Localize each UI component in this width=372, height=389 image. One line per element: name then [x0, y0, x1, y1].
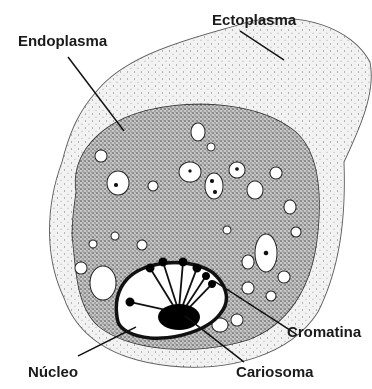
- karyosome: [158, 304, 200, 330]
- karyosome-label: Cariosoma: [236, 364, 314, 381]
- endoplasm-label: Endoplasma: [18, 33, 108, 50]
- chromatin-label: Cromatina: [287, 324, 362, 341]
- nucleus-label: Núcleo: [28, 364, 78, 381]
- ectoplasm-label: Ectoplasma: [212, 12, 297, 29]
